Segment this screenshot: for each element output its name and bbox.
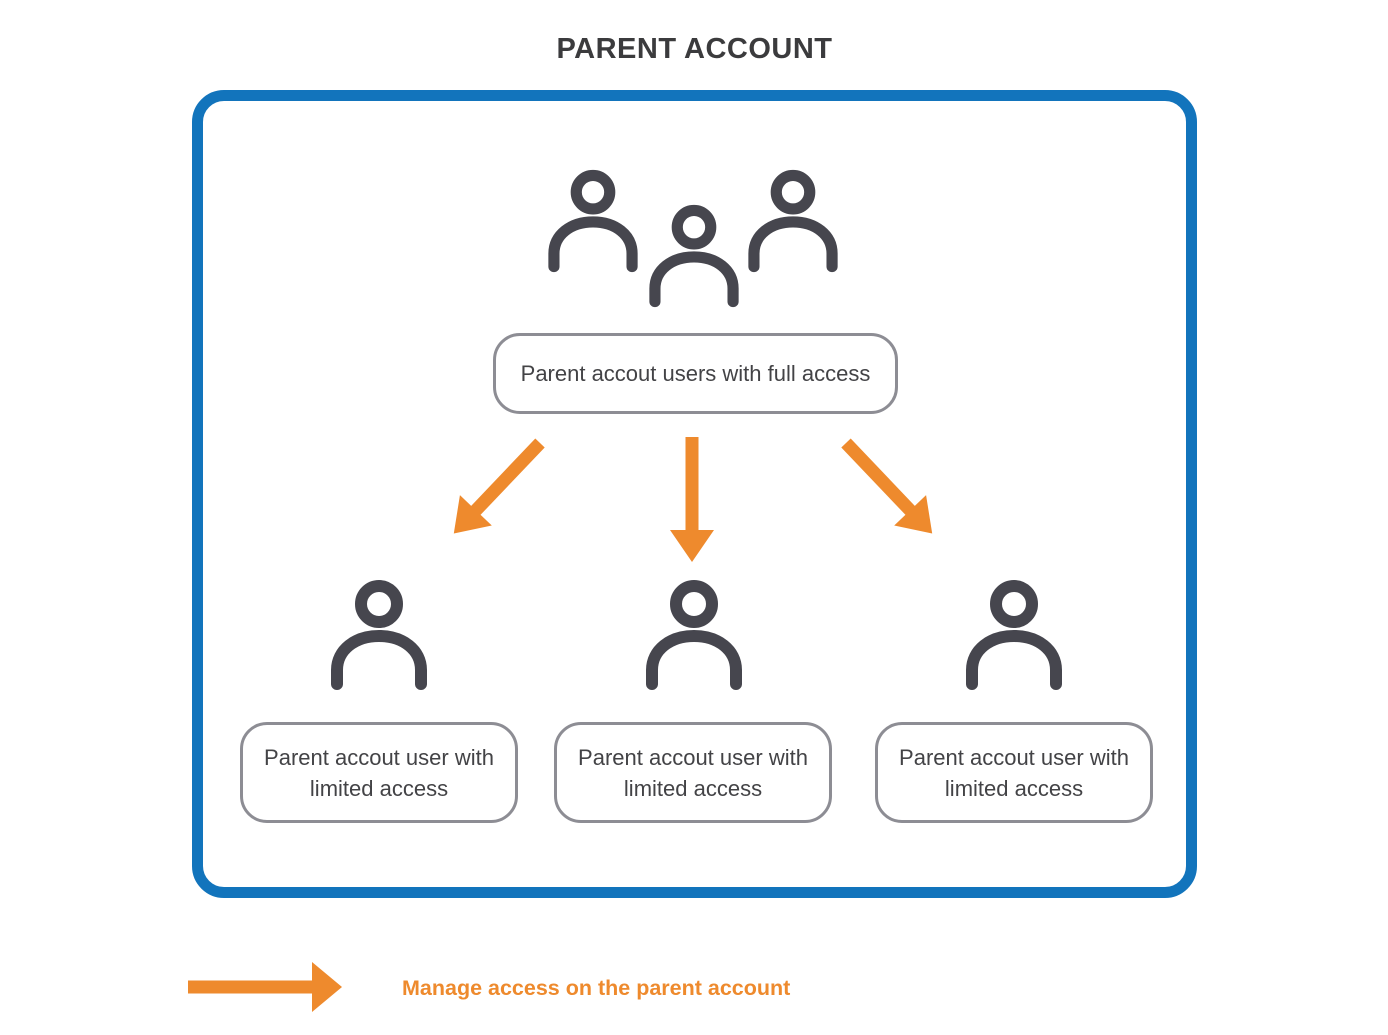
limited-access-label-1: Parent accout user with limited access [264, 744, 494, 801]
limited-access-box-1: Parent accout user with limited access [240, 722, 518, 823]
legend-arrow-right-icon [188, 962, 342, 1012]
parent-account-container [192, 90, 1197, 898]
page-title: PARENT ACCOUNT [556, 33, 833, 65]
limited-access-box-3: Parent accout user with limited access [875, 722, 1153, 823]
limited-access-label-3: Parent accout user with limited access [899, 744, 1129, 801]
limited-access-box-2: Parent accout user with limited access [554, 722, 832, 823]
full-access-label: Parent accout users with full access [520, 361, 871, 386]
legend-label: Manage access on the parent account [402, 976, 791, 1000]
full-access-box: Parent accout users with full access [493, 333, 898, 414]
limited-access-label-2: Parent accout user with limited access [578, 744, 808, 801]
